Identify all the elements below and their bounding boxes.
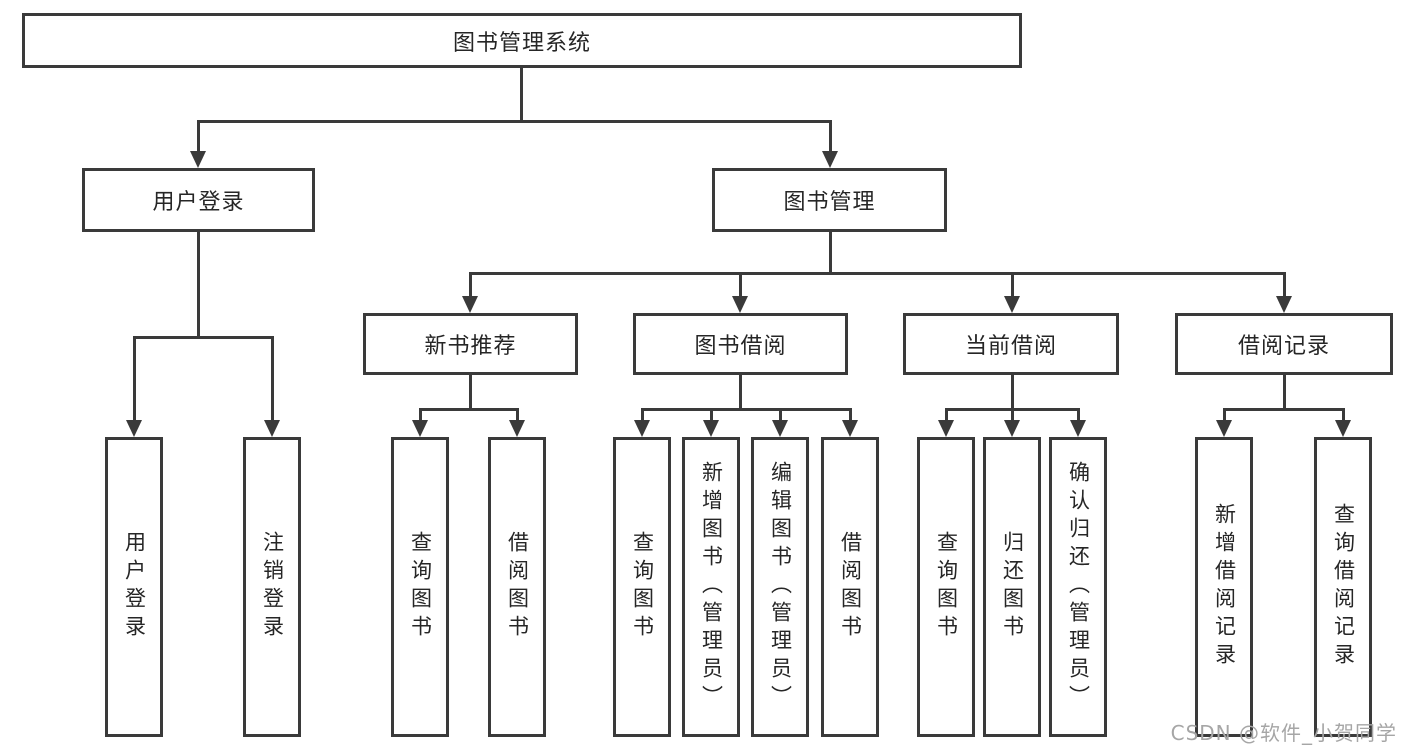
node-label: 图书借阅 — [694, 334, 787, 359]
connector-line — [779, 408, 782, 422]
connector-line — [829, 120, 832, 153]
node-label: 借阅图书 — [838, 531, 863, 643]
node-label: 编辑图书（管理员） — [768, 461, 793, 713]
arrowhead-icon — [412, 420, 428, 437]
leaf-add-borrow-record: 新增借阅记录 — [1195, 437, 1253, 737]
node-label: 新增借阅记录 — [1212, 503, 1237, 671]
arrowhead-icon — [462, 296, 478, 313]
connector-line — [739, 272, 742, 298]
leaf-user-login: 用户登录 — [105, 437, 163, 737]
connector-line — [520, 68, 523, 120]
node-label: 借阅图书 — [505, 531, 530, 643]
arrowhead-icon — [822, 151, 838, 168]
leaf-query-books-borrowing: 查询图书 — [613, 437, 671, 737]
node-user-login: 用户登录 — [82, 168, 315, 232]
node-label: 图书管理 — [783, 190, 876, 215]
leaf-query-books-current: 查询图书 — [917, 437, 975, 737]
leaf-logout: 注销登录 — [243, 437, 301, 737]
node-book-management: 图书管理 — [712, 168, 947, 232]
node-label: 当前借阅 — [964, 334, 1057, 359]
arrowhead-icon — [703, 420, 719, 437]
connector-line — [1223, 408, 1344, 411]
connector-line — [641, 408, 851, 411]
leaf-confirm-return-admin: 确认归还（管理员） — [1049, 437, 1107, 737]
connector-line — [469, 272, 1286, 275]
csdn-watermark: CSDN @软件_小贺同学 — [1170, 721, 1397, 745]
node-label: 新书推荐 — [424, 334, 517, 359]
arrowhead-icon — [634, 420, 650, 437]
connector-line — [1223, 408, 1226, 422]
connector-line — [469, 375, 472, 409]
node-label: 用户登录 — [152, 190, 245, 215]
node-library-management-system: 图书管理系统 — [22, 13, 1022, 68]
connector-line — [1011, 375, 1014, 409]
arrowhead-icon — [938, 420, 954, 437]
node-new-book-recommend: 新书推荐 — [363, 313, 578, 375]
connector-line — [829, 232, 832, 272]
arrowhead-icon — [1004, 296, 1020, 313]
node-book-borrowing: 图书借阅 — [633, 313, 848, 375]
node-label: 注销登录 — [260, 531, 285, 643]
node-label: 借阅记录 — [1237, 334, 1330, 359]
connector-line — [1011, 408, 1014, 422]
node-current-borrowing: 当前借阅 — [903, 313, 1119, 375]
node-label: 查询借阅记录 — [1331, 503, 1356, 671]
node-label: 归还图书 — [1000, 531, 1025, 643]
arrowhead-icon — [126, 420, 142, 437]
connector-line — [197, 120, 200, 153]
leaf-borrow-books: 借阅图书 — [821, 437, 879, 737]
node-borrowing-records: 借阅记录 — [1175, 313, 1393, 375]
connector-line — [469, 272, 472, 298]
arrowhead-icon — [772, 420, 788, 437]
arrowhead-icon — [509, 420, 525, 437]
connector-line — [945, 408, 948, 422]
connector-line — [1011, 272, 1014, 298]
node-label: 用户登录 — [122, 531, 147, 643]
connector-line — [419, 408, 519, 411]
arrowhead-icon — [1070, 420, 1086, 437]
connector-line — [271, 336, 274, 422]
arrowhead-icon — [264, 420, 280, 437]
node-label: 图书管理系统 — [452, 30, 591, 56]
connector-line — [133, 336, 136, 422]
node-label: 查询图书 — [934, 531, 959, 643]
connector-line — [849, 408, 852, 422]
node-label: 查询图书 — [630, 531, 655, 643]
leaf-borrow-books-recommend: 借阅图书 — [488, 437, 546, 737]
arrowhead-icon — [190, 151, 206, 168]
node-label: 查询图书 — [408, 531, 433, 643]
arrowhead-icon — [1004, 420, 1020, 437]
connector-line — [419, 408, 422, 422]
connector-line — [197, 232, 200, 336]
leaf-query-books-recommend: 查询图书 — [391, 437, 449, 737]
node-label: 新增图书（管理员） — [699, 461, 724, 713]
arrowhead-icon — [1276, 296, 1292, 313]
node-label: 确认归还（管理员） — [1066, 461, 1091, 713]
connector-line — [1283, 272, 1286, 298]
connector-line — [516, 408, 519, 422]
arrowhead-icon — [842, 420, 858, 437]
arrowhead-icon — [732, 296, 748, 313]
leaf-return-books: 归还图书 — [983, 437, 1041, 737]
leaf-query-borrow-record: 查询借阅记录 — [1314, 437, 1372, 737]
connector-line — [133, 336, 274, 339]
arrowhead-icon — [1216, 420, 1232, 437]
connector-line — [1283, 375, 1286, 409]
connector-line — [197, 120, 832, 123]
leaf-add-books-admin: 新增图书（管理员） — [682, 437, 740, 737]
connector-line — [641, 408, 644, 422]
connector-line — [1077, 408, 1080, 422]
connector-line — [739, 375, 742, 409]
arrowhead-icon — [1335, 420, 1351, 437]
connector-line — [710, 408, 713, 422]
leaf-edit-books-admin: 编辑图书（管理员） — [751, 437, 809, 737]
connector-line — [1342, 408, 1345, 422]
